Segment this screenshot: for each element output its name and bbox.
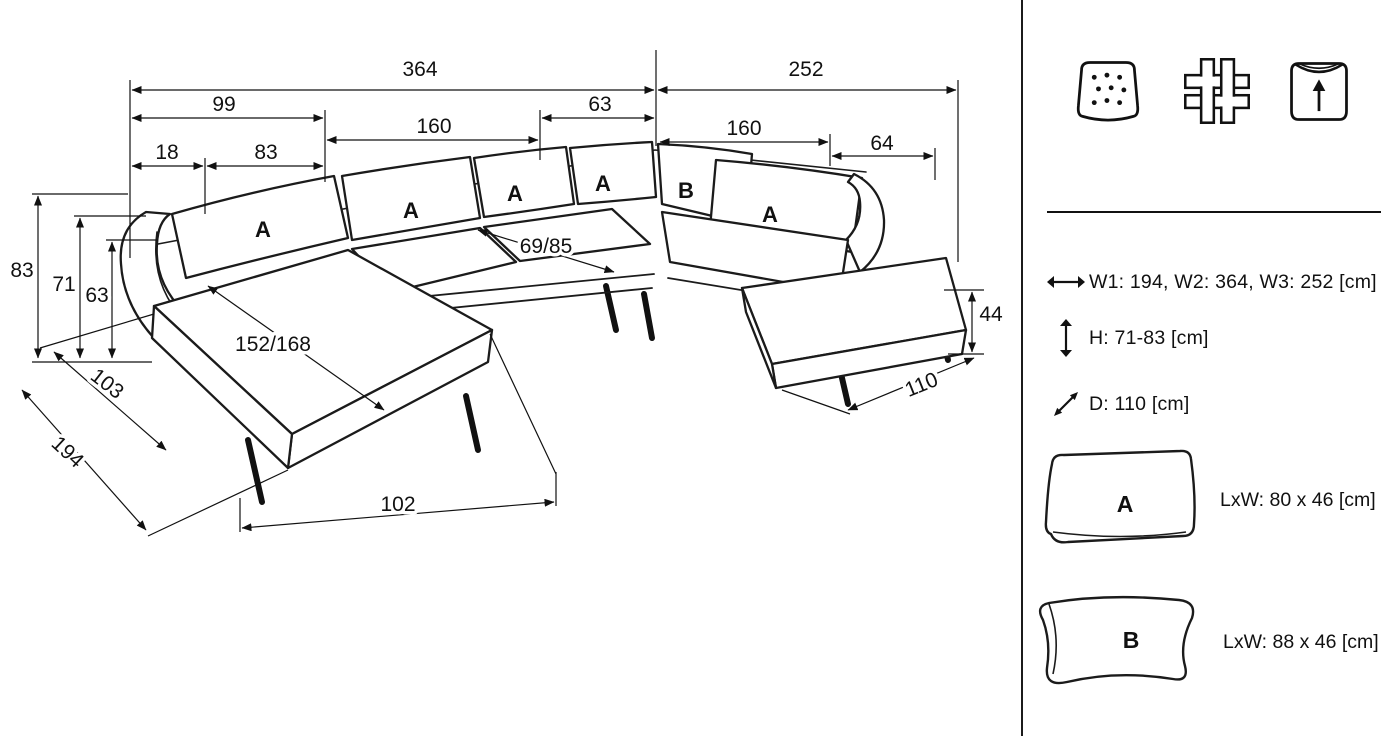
dots-pattern — [1091, 72, 1127, 106]
dim-line-center-seat — [477, 228, 615, 274]
dim-label-63-height: 63 — [85, 284, 108, 307]
width-double-arrow-icon — [1043, 273, 1089, 291]
depth-double-arrow-icon — [1043, 389, 1089, 419]
pillow-a-drawing: A — [1044, 449, 1196, 544]
height-spec-row: H: 71-83 [cm] — [1043, 318, 1209, 358]
dim-label-364: 364 — [402, 58, 437, 81]
fabric-weave-icon — [1184, 58, 1250, 124]
back-cushion-3 — [472, 145, 576, 219]
dim-line-110 — [847, 357, 975, 411]
back-cushion-4 — [568, 140, 658, 206]
cushion-letter-3: A — [507, 181, 523, 206]
back-cushion-2 — [340, 155, 482, 242]
dim-label-194: 194 — [47, 432, 89, 473]
pillow-b-size-text: LxW: 88 x 46 [cm] — [1223, 630, 1379, 653]
width-spec-text: W1: 194, W2: 364, W3: 252 [cm] — [1089, 270, 1377, 293]
dim-label-chaise-seat: 152/168 — [235, 333, 311, 356]
pillow-b-row: B LxW: 88 x 46 [cm] — [1031, 592, 1379, 692]
witness-lines-top — [129, 50, 959, 262]
dim-label-63-top: 63 — [588, 93, 611, 116]
panel-divider — [1021, 0, 1023, 736]
depth-spec-row: D: 110 [cm] — [1043, 384, 1189, 424]
witness-lines-bottom — [39, 313, 557, 537]
dim-label-160-left: 160 — [416, 115, 451, 138]
cushion-letter-5: B — [678, 178, 694, 203]
pillow-a-row: A LxW: 80 x 46 [cm] — [1041, 448, 1376, 553]
cushion-letter-4: A — [595, 171, 611, 196]
pillow-a-size-text: LxW: 80 x 46 [cm] — [1220, 489, 1376, 511]
dim-line-194 — [21, 389, 147, 531]
height-double-arrow-icon — [1043, 318, 1089, 358]
back-cushion-1 — [170, 174, 350, 280]
dim-label-44: 44 — [979, 303, 1003, 326]
witness-lines-right — [781, 289, 984, 415]
depth-spec-text: D: 110 [cm] — [1089, 392, 1190, 415]
pillow-b-drawing: B — [1038, 595, 1195, 685]
dim-label-64: 64 — [870, 132, 894, 155]
removable-cover-icon — [1290, 62, 1348, 121]
dim-line-102 — [241, 498, 555, 532]
dim-label-103: 103 — [86, 364, 128, 404]
up-arrow-icon — [1312, 79, 1326, 91]
sofa-drawing: 364 252 99 63 160 160 64 18 83 83 71 63 … — [10, 50, 1003, 537]
width-spec-row: W1: 194, W2: 364, W3: 252 [cm] — [1043, 262, 1377, 302]
dim-label-center-seat: 69/85 — [520, 235, 573, 258]
height-spec-text: H: 71-83 [cm] — [1089, 326, 1209, 349]
seat-cushion-dots-icon — [1076, 61, 1140, 122]
ottoman-left-face — [740, 286, 778, 390]
cushion-letter-1: A — [255, 217, 271, 242]
dim-label-102: 102 — [380, 493, 415, 516]
panel-divider-line — [1047, 211, 1381, 213]
dim-label-71-height: 71 — [52, 273, 75, 296]
dim-label-83-height: 83 — [10, 259, 33, 282]
witness-lines-left — [32, 193, 158, 363]
dim-label-99: 99 — [212, 93, 235, 116]
pillow-b-letter: B — [1123, 627, 1140, 653]
dim-line-chaise-seat — [207, 285, 385, 411]
dim-label-160-right: 160 — [726, 117, 761, 140]
pillow-a-letter: A — [1117, 491, 1134, 517]
dim-label-252: 252 — [788, 58, 823, 81]
cushion-letter-2: A — [403, 198, 419, 223]
dim-label-110: 110 — [902, 368, 942, 402]
dim-line-103 — [53, 351, 167, 451]
dim-label-18: 18 — [155, 141, 178, 164]
cushion-letter-6: A — [762, 202, 778, 227]
cushion-letters: A A A A B A — [252, 168, 781, 245]
spec-panel: W1: 194, W2: 364, W3: 252 [cm] H: 71-83 … — [1023, 0, 1387, 736]
dim-label-83-top: 83 — [254, 141, 277, 164]
dimension-lines — [21, 50, 984, 537]
